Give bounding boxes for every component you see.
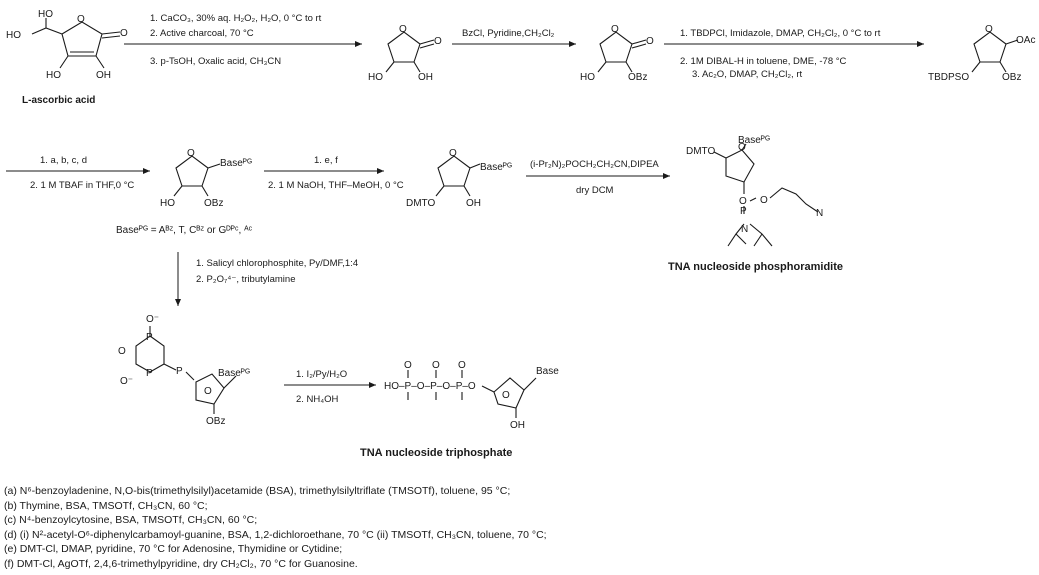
amidite-base: Baseᴾᴳ	[738, 135, 770, 146]
acetate-sugar-structure: O OAc TBDPSO OBz	[928, 24, 1035, 83]
triphosphate-oh: OH	[510, 420, 525, 431]
ascorbic-ho-left: HO	[6, 30, 21, 41]
nucleoside1-ring-o: O	[187, 148, 195, 159]
lactone2-ring-o: O	[611, 24, 619, 35]
triphosphate-base: Base	[536, 366, 559, 377]
dmt-nucleoside-structure: O Baseᴾᴳ DMTO OH	[406, 148, 512, 209]
phosphoramidite-structure: O DMTO Baseᴾᴳ O P O N N	[686, 135, 823, 247]
cyclic-o-minus-bottom: O⁻	[120, 376, 133, 387]
step6-condition-2: dry DCM	[576, 185, 614, 196]
triphosphate-o1: O	[404, 360, 412, 371]
ascorbic-carbonyl-o: O	[120, 28, 128, 39]
acetate-oac: OAc	[1016, 35, 1035, 46]
step8-condition-2: 2. NH₄OH	[296, 394, 339, 405]
step5-condition-2: 2. 1 M NaOH, THF–MeOH, 0 °C	[268, 180, 404, 191]
cyclic-obz: OBz	[206, 416, 225, 427]
cyclic-o-minus-top: O⁻	[146, 314, 159, 325]
acetate-ring-o: O	[985, 24, 993, 35]
footnote-d: (d) (i) N²-acetyl-O⁶-diphenylcarbamoyl-g…	[4, 528, 547, 541]
step8-condition-1: 1. I₂/Py/H₂O	[296, 369, 347, 380]
step1-condition-3: 3. p-TsOH, Oxalic acid, CH₃CN	[150, 56, 281, 67]
ascorbic-ring-o: O	[77, 14, 85, 25]
nucleoside-obz-structure: O Baseᴾᴳ HO OBz	[160, 148, 252, 209]
nucleoside2-oh: OH	[466, 198, 481, 209]
step1-condition-2: 2. Active charcoal, 70 °C	[150, 28, 254, 39]
step6-condition-1: (i-Pr₂N)₂POCH₂CH₂CN,DIPEA	[530, 159, 659, 170]
footnote-f: (f) DMT-Cl, AgOTf, 2,4,6-trimethylpyridi…	[4, 557, 358, 570]
acetate-obz: OBz	[1002, 72, 1021, 83]
lactone-obz-structure: O O HO OBz	[580, 24, 654, 83]
nucleoside2-dmto: DMTO	[406, 198, 435, 209]
amidite-dmto: DMTO	[686, 146, 715, 157]
footnotes: (a) N⁶-benzoyladenine, N,O-bis(trimethyl…	[4, 484, 1034, 572]
cyclic-ring-o: O	[204, 386, 212, 397]
nucleoside1-obz: OBz	[204, 198, 223, 209]
cyclic-p3: P	[176, 366, 183, 377]
step7-condition-1: 1. Salicyl chlorophosphite, Py/DMF,1:4	[196, 258, 358, 269]
lactone-ring-o: O	[399, 24, 407, 35]
footnote-e: (e) DMT-Cl, DMAP, pyridine, 70 °C for Ad…	[4, 543, 343, 556]
amidite-n-amine: N	[741, 224, 748, 235]
step3-condition-1: 1. TBDPCl, Imidazole, DMAP, CH₂Cl₂, 0 °C…	[680, 28, 881, 39]
lactone2-ho: HO	[580, 72, 595, 83]
footnote-c: (c) N⁴-benzoylcytosine, BSA, TMSOTf, CH₃…	[4, 514, 258, 527]
cyclic-intermediate-structure: O⁻ P O P O⁻ P O Baseᴾᴳ OBz	[118, 314, 250, 427]
ascorbic-oh-bottom: OH	[96, 70, 111, 81]
step7-condition-2: 2. P₂O₇⁴⁻, tributylamine	[196, 274, 295, 285]
triphosphate-label: TNA nucleoside triphosphate	[360, 447, 512, 459]
nucleoside1-ho: HO	[160, 198, 175, 209]
cyclic-base: Baseᴾᴳ	[218, 368, 250, 379]
ascorbic-acid-structure: HO HO O O HO OH	[6, 9, 128, 81]
step3-condition-2: 2. 1M DIBAL-H in toluene, DME, -78 °C	[680, 56, 847, 67]
amidite-p: P	[740, 206, 747, 217]
step3-condition-3: 3. Ac₂O, DMAP, CH₂Cl₂, rt	[692, 69, 802, 80]
triphosphate-structure: HO–P–O–P–O–P–O O O O O Base OH	[384, 360, 559, 431]
acetate-tbdpso: TBDPSO	[928, 72, 969, 83]
amidite-n-nitrile: N	[816, 208, 823, 219]
ascorbic-ho-top: HO	[38, 9, 53, 20]
amidite-o-link: O	[739, 196, 747, 207]
cyclic-o-left: O	[118, 346, 126, 357]
nucleoside2-base: Baseᴾᴳ	[480, 162, 512, 173]
lactone-ho: HO	[368, 72, 383, 83]
triphosphate-ring-o: O	[502, 390, 510, 401]
footnote-a: (a) N⁶-benzoyladenine, N,O-bis(trimethyl…	[4, 485, 511, 497]
step4-condition-2: 2. 1 M TBAF in THF,0 °C	[30, 180, 134, 191]
triphosphate-o2: O	[432, 360, 440, 371]
step4-condition-1: 1. a, b, c, d	[40, 155, 87, 166]
lactone-diol-structure: O O HO OH	[368, 24, 442, 83]
ascorbic-ho-bottom: HO	[46, 70, 61, 81]
step1-condition-1: 1. CaCO₃, 30% aq. H₂O₂, H₂O, 0 °C to rt	[150, 13, 322, 24]
triphosphate-chain: HO–P–O–P–O–P–O	[384, 381, 476, 392]
lactone-carbonyl-o: O	[434, 36, 442, 47]
step5-condition-1: 1. e, f	[314, 155, 338, 166]
lactone2-carbonyl-o: O	[646, 36, 654, 47]
triphosphate-o3: O	[458, 360, 466, 371]
cyclic-p2: P	[146, 368, 153, 379]
nucleoside2-ring-o: O	[449, 148, 457, 159]
phosphoramidite-label: TNA nucleoside phosphoramidite	[668, 261, 843, 273]
nucleoside1-base: Baseᴾᴳ	[220, 158, 252, 169]
lactone2-obz: OBz	[628, 72, 647, 83]
footnote-b: (b) Thymine, BSA, TMSOTf, CH₃CN, 60 °C;	[4, 499, 208, 512]
start-material-label: L-ascorbic acid	[22, 95, 95, 106]
amidite-ring-o: O	[738, 142, 746, 153]
step2-condition-1: BzCl, Pyridine,CH₂Cl₂	[462, 28, 555, 39]
cyclic-p1: P	[146, 332, 153, 343]
base-pg-definition: Baseᴾᴳ = Aᴮᶻ, T, Cᴮᶻ or Gᴰᴾᶜ, ᴬᶜ	[116, 225, 253, 236]
synthesis-scheme: HO HO O O HO OH L-ascorbic acid 1. CaCO₃…	[6, 9, 1035, 459]
amidite-o-ester: O	[760, 195, 768, 206]
lactone-oh: OH	[418, 72, 433, 83]
